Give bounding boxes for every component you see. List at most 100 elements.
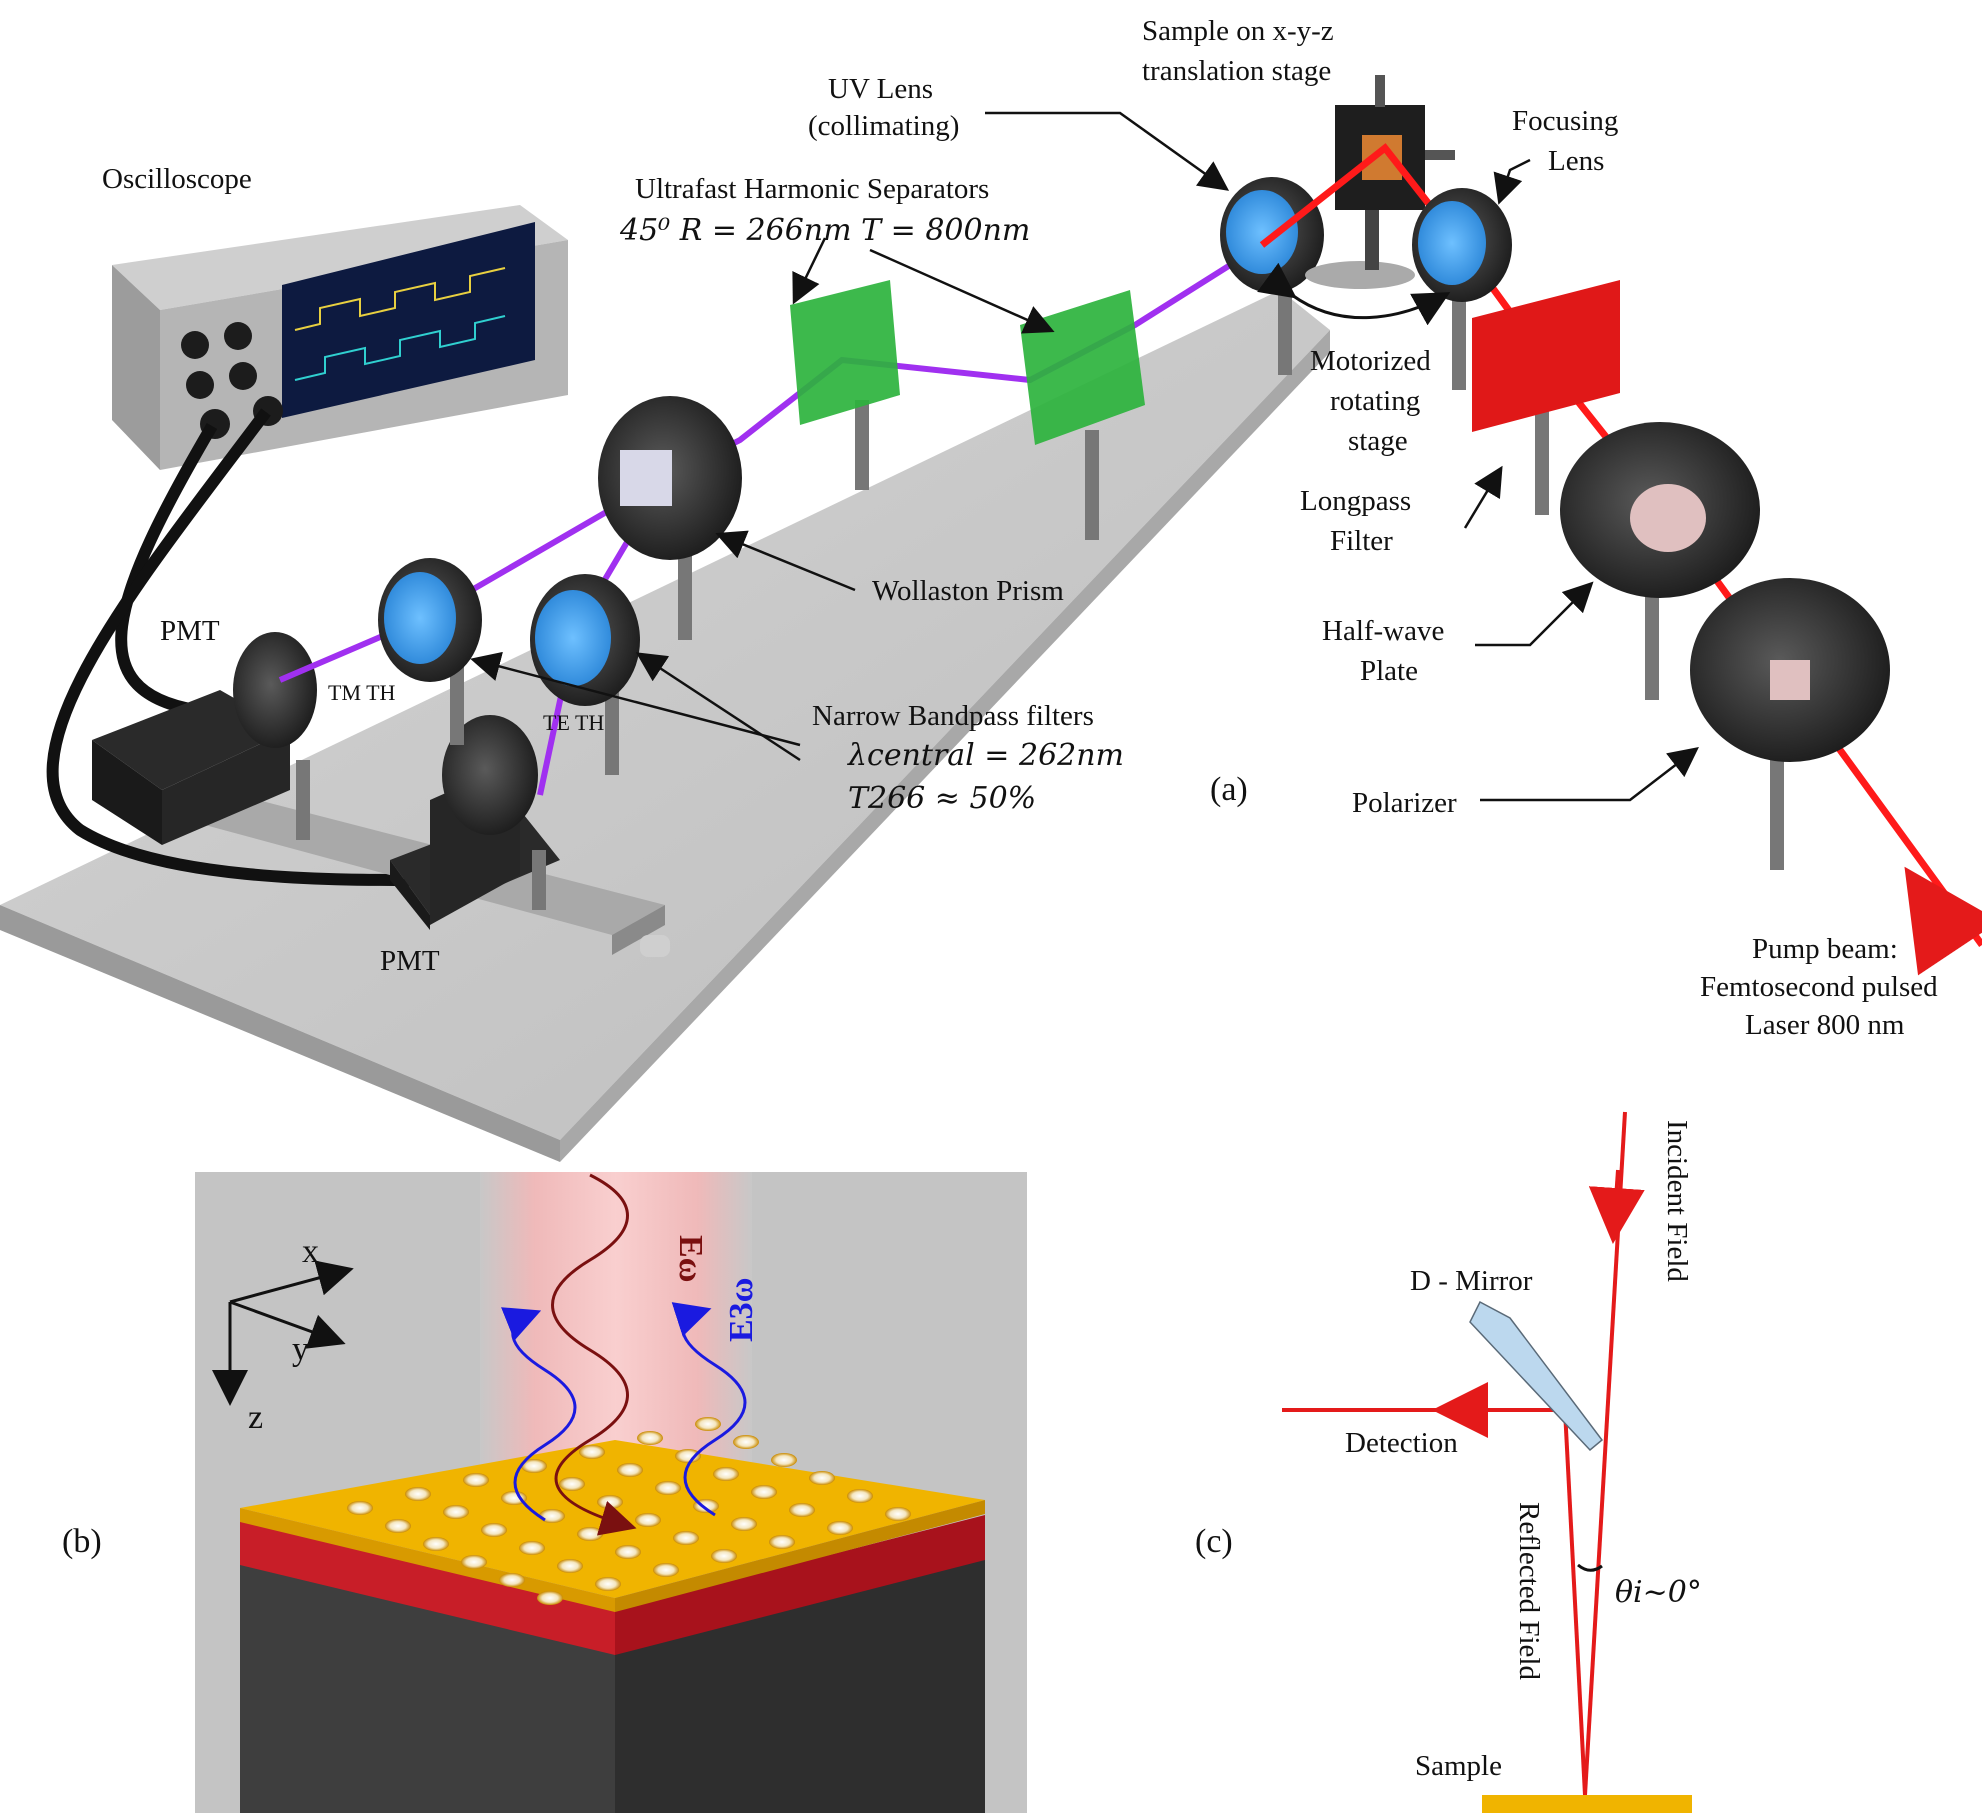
oscilloscope-label: Oscilloscope bbox=[102, 163, 252, 195]
bandpass-transmission: T266 ≈ 50% bbox=[848, 781, 1036, 816]
axis-z-label: z bbox=[248, 1399, 263, 1436]
pmt-cable-2 bbox=[46, 408, 411, 886]
longpass-label-1: Longpass bbox=[1300, 485, 1411, 517]
bandpass-title: Narrow Bandpass filters bbox=[812, 700, 1094, 732]
nanohole bbox=[405, 1487, 431, 1501]
nanohole bbox=[673, 1531, 699, 1545]
panel-c: Incident Field D - Mirror Detection Refl… bbox=[1195, 1111, 1702, 1813]
nanohole bbox=[731, 1517, 757, 1531]
motorized-label-3: stage bbox=[1348, 425, 1408, 457]
pmt-cable-1 bbox=[115, 422, 218, 716]
nanohole bbox=[653, 1563, 679, 1577]
nanohole bbox=[615, 1545, 641, 1559]
nanohole bbox=[885, 1507, 911, 1521]
nanohole bbox=[617, 1463, 643, 1477]
pump-label-2: Femtosecond pulsed bbox=[1700, 971, 1938, 1003]
axis-x-label: x bbox=[302, 1233, 319, 1270]
panel-c-tag: (c) bbox=[1195, 1523, 1233, 1560]
detection-label: Detection bbox=[1345, 1427, 1458, 1459]
angle-label: θi~0° bbox=[1615, 1575, 1702, 1610]
tm-th-label: TM TH bbox=[328, 680, 396, 705]
halfwave-label-2: Plate bbox=[1360, 655, 1418, 687]
annotation-arrows bbox=[470, 111, 1699, 802]
nanohole bbox=[443, 1505, 469, 1519]
focusing-lens-label-2: Lens bbox=[1548, 145, 1604, 177]
nanohole bbox=[385, 1519, 411, 1533]
nanohole bbox=[655, 1481, 681, 1495]
nanohole bbox=[809, 1471, 835, 1485]
nanohole bbox=[463, 1473, 489, 1487]
pmt-2 bbox=[390, 715, 560, 930]
pump-label-1: Pump beam: bbox=[1752, 933, 1898, 965]
separators-spec: 45⁰ R = 266nm T = 800nm bbox=[619, 213, 1030, 248]
reflected-field-label: Reflected Field bbox=[1513, 1502, 1545, 1680]
third-harmonic-wave-1 bbox=[501, 1307, 577, 1522]
oscilloscope-knobs bbox=[181, 322, 283, 439]
nanohole bbox=[521, 1459, 547, 1473]
nanohole bbox=[711, 1549, 737, 1563]
sample-label: Sample bbox=[1415, 1750, 1502, 1782]
motorized-stage-arrow bbox=[1257, 262, 1451, 326]
nanohole bbox=[579, 1445, 605, 1459]
pmt-1-label: PMT bbox=[160, 615, 220, 647]
polarizer-label: Polarizer bbox=[1352, 787, 1457, 819]
incident-field-label: Incident Field bbox=[1661, 1120, 1693, 1282]
nanohole bbox=[519, 1541, 545, 1555]
nanohole bbox=[769, 1535, 795, 1549]
axis-y-label: y bbox=[292, 1331, 309, 1368]
half-wave-plate bbox=[1560, 422, 1760, 700]
pump-label-3: Laser 800 nm bbox=[1745, 1009, 1905, 1041]
nanohole bbox=[557, 1559, 583, 1573]
nanohole bbox=[695, 1417, 721, 1431]
wollaston-label: Wollaston Prism bbox=[872, 575, 1064, 607]
nanohole bbox=[537, 1591, 563, 1605]
polarizer bbox=[1690, 578, 1890, 870]
optical-table-top bbox=[0, 290, 1330, 1140]
nanohole bbox=[597, 1495, 623, 1509]
optical-table-side bbox=[0, 905, 560, 1162]
axes bbox=[212, 1260, 354, 1406]
nanohole bbox=[539, 1509, 565, 1523]
uv-lens-label-1: UV Lens bbox=[828, 73, 933, 105]
nanohole bbox=[751, 1485, 777, 1499]
te-th-label: TE TH bbox=[543, 710, 604, 735]
uv-lens-label-2: (collimating) bbox=[808, 110, 959, 142]
pump-arrow bbox=[1904, 866, 1982, 976]
nanohole bbox=[559, 1477, 585, 1491]
panel-b-tag: (b) bbox=[62, 1523, 102, 1560]
nanohole bbox=[461, 1555, 487, 1569]
panel-a-tag: (a) bbox=[1210, 771, 1248, 808]
d-mirror bbox=[1469, 1300, 1604, 1452]
sample-stage-label-2: translation stage bbox=[1142, 55, 1331, 87]
nanohole bbox=[635, 1513, 661, 1527]
nanohole bbox=[827, 1521, 853, 1535]
nanohole bbox=[675, 1449, 701, 1463]
nanohole bbox=[501, 1491, 527, 1505]
sample-bar bbox=[1482, 1795, 1692, 1813]
nanohole bbox=[789, 1503, 815, 1517]
nanohole bbox=[713, 1467, 739, 1481]
bandpass-lambda: λcentral = 262nm bbox=[847, 738, 1124, 773]
pmt-2-label: PMT bbox=[380, 945, 440, 977]
nanohole bbox=[577, 1527, 603, 1541]
separators-title: Ultrafast Harmonic Separators bbox=[635, 173, 989, 205]
panel-a: Oscilloscope PMT PMT bbox=[0, 15, 1982, 1162]
nanohole bbox=[423, 1537, 449, 1551]
panel-b: x y z Eω E3ω (b) bbox=[62, 1172, 1027, 1813]
nanohole bbox=[595, 1577, 621, 1591]
motorized-label-1: Motorized bbox=[1310, 345, 1431, 377]
sample-stage-label-1: Sample on x-y-z bbox=[1142, 15, 1334, 47]
third-harmonic-wave-2 bbox=[671, 1302, 747, 1517]
harmonic-separator-1 bbox=[790, 280, 900, 490]
e-omega-label: Eω bbox=[672, 1235, 709, 1283]
pmt-1 bbox=[92, 632, 317, 845]
oscilloscope bbox=[112, 205, 568, 470]
incident-wave bbox=[551, 1173, 637, 1536]
focusing-lens-label-1: Focusing bbox=[1512, 105, 1618, 137]
bandpass-filter-1 bbox=[378, 558, 482, 745]
optical-table-edge bbox=[560, 330, 1330, 1162]
nanohole bbox=[847, 1489, 873, 1503]
nanohole bbox=[347, 1501, 373, 1515]
nanohole bbox=[499, 1573, 525, 1587]
